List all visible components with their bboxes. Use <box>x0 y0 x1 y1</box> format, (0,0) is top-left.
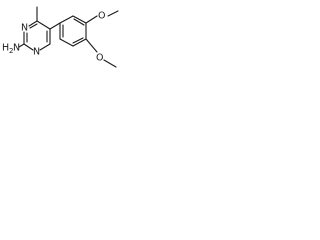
bond-n3-c4 <box>28 20 38 27</box>
atom-n3-label: N <box>21 23 28 34</box>
atom-n1-label: N <box>33 47 40 58</box>
bond-ph-1 <box>59 15 74 24</box>
bond-ph-4 <box>72 38 87 47</box>
bond-c6-n1 <box>39 43 51 51</box>
bond-c4-n3-inner <box>29 23 38 29</box>
bond-c4-o2 <box>85 38 98 53</box>
amine-subscript: 2 <box>9 47 13 55</box>
atom-o1-label: O <box>98 11 105 22</box>
bond-ph-4-inner <box>72 37 84 44</box>
amine-n-label: N <box>13 43 20 54</box>
bond-o2-methyl <box>103 59 117 68</box>
amine-h-label: H <box>2 43 9 54</box>
chemical-structure: N N H 2 N O O <box>2 6 119 68</box>
bond-n1-c2 <box>23 43 34 51</box>
bond-ph-2 <box>72 15 87 24</box>
bond-c2-nh2 <box>18 43 25 48</box>
bond-o1-methyl <box>107 10 119 17</box>
bond-ph-5 <box>59 38 74 47</box>
bond-c4-c5 <box>36 20 51 30</box>
amine-group-label: H 2 N <box>2 43 20 56</box>
bond-c3-o1 <box>85 15 98 24</box>
bond-ring-link <box>49 22 61 30</box>
atom-o2-label: O <box>96 53 103 64</box>
bond-ph-2-inner <box>73 18 85 26</box>
